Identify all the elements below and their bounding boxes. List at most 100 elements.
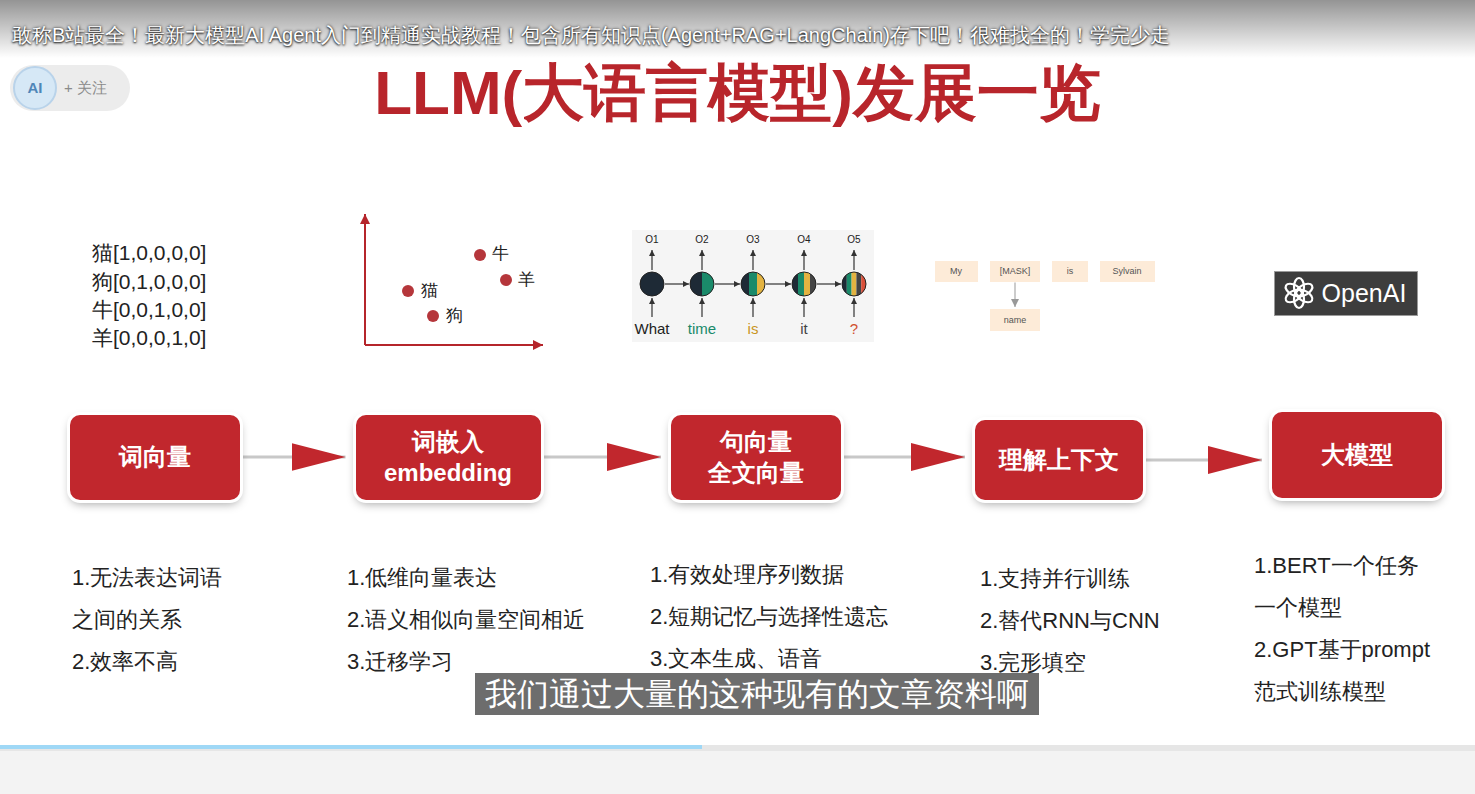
node-text: is (1067, 266, 1074, 277)
point-label: 猫 (421, 281, 438, 301)
node-body: name (1004, 315, 1027, 326)
node-text: name (1004, 315, 1027, 326)
point (500, 274, 512, 286)
flow-arrow (241, 456, 346, 459)
point-label: 狗 (446, 306, 463, 326)
avatar-text: AI (28, 79, 43, 97)
token-box: Sylvain (1100, 261, 1155, 282)
bullet-point: 2.替代RNN与CNN (980, 600, 1240, 642)
bullet-column: 1.低维向量表达2.语义相似向量空间相近3.迁移学习 (347, 557, 647, 683)
rnn-figure (632, 230, 874, 342)
token-box: [MASK] (990, 261, 1040, 282)
bullet-column: 1.无法表达词语 之间的关系2.效率不高 (72, 557, 252, 683)
node-body: is (1067, 266, 1074, 277)
input-token: it (800, 320, 808, 338)
rnn-cell (842, 272, 866, 296)
one-hot-vector: 猫[1,0,0,0,0] (92, 240, 206, 265)
node-text: 大模型 (1321, 439, 1393, 470)
bullet-point: 1.支持并行训练 (980, 558, 1240, 600)
bullet-column: 1.支持并行训练2.替代RNN与CNN3.完形填空 (980, 558, 1240, 684)
node-body: My (950, 266, 962, 277)
node-text: OpenAI (1322, 278, 1407, 308)
token-box: My (935, 261, 978, 282)
follow-pill (10, 65, 130, 111)
point-label: 羊 (518, 270, 535, 290)
rnn-cell (792, 272, 816, 296)
output-label: O4 (797, 234, 810, 246)
input-token: time (688, 320, 716, 338)
bullet-point: 3.完形填空 (980, 642, 1240, 684)
node-text: 句向量 全文向量 (686, 426, 826, 488)
output-label: O5 (847, 234, 860, 246)
node-body: Sylvain (1112, 266, 1141, 277)
bullet-point: 1.无法表达词语 之间的关系 (72, 557, 252, 641)
slide-title: LLM(大语言模型)发展一览 (0, 56, 1475, 130)
bullet-point: 2.效率不高 (72, 641, 252, 683)
one-hot-vector: 狗[0,1,0,0,0] (92, 269, 206, 294)
node-text: 词嵌入 embedding (371, 426, 526, 488)
flow-arrow (1144, 459, 1262, 462)
stage-box: 理解上下文 (975, 420, 1143, 500)
bullet-point: 2.短期记忆与选择性遗忘 (650, 596, 950, 638)
bullet-point: 3.迁移学习 (347, 641, 647, 683)
stage-box: 大模型 (1272, 412, 1442, 498)
rnn-cell (741, 272, 765, 296)
rnn-cell (640, 272, 664, 296)
node-body: OpenAI (1322, 278, 1407, 308)
input-token: What (634, 320, 669, 338)
y-axis (364, 214, 366, 345)
avatar (14, 67, 56, 109)
point-label: 牛 (492, 244, 509, 264)
node-body: 词嵌入 embedding (371, 426, 526, 488)
bullet-point: 2.GPT基于prompt 范式训练模型 (1254, 629, 1469, 713)
bullet-point: 1.有效处理序列数据 (650, 554, 950, 596)
node-body: 词向量 (119, 441, 191, 472)
stage-box: 词向量 (70, 415, 240, 500)
token-box: name (990, 309, 1040, 331)
point (427, 310, 439, 322)
figure-ground (632, 230, 874, 342)
flow-arrow (542, 456, 662, 459)
x-axis (365, 344, 543, 346)
bullet-point: 3.文本生成、语音 (650, 638, 950, 680)
progress-track (0, 745, 1475, 751)
cell-outline (640, 272, 866, 296)
follow-button: + 关注 (64, 79, 107, 97)
flow-arrow (842, 456, 965, 459)
embedding-plot (365, 214, 543, 345)
one-hot-vector: 牛[0,0,1,0,0] (92, 297, 206, 322)
node-text: [MASK] (1000, 266, 1031, 277)
input-token: is (748, 320, 759, 338)
output-label: O3 (746, 234, 759, 246)
node-text: My (950, 266, 962, 277)
node-text: Sylvain (1112, 266, 1141, 277)
bullet-column: 1.BERT一个任务 一个模型2.GPT基于prompt 范式训练模型 (1254, 545, 1469, 713)
node-body: 理解上下文 (999, 444, 1119, 475)
point (474, 249, 486, 261)
player-bar (0, 751, 1475, 794)
point (402, 285, 414, 297)
input-token: ? (850, 320, 858, 338)
stage-box: 词嵌入 embedding (356, 415, 541, 500)
bullet-column: 1.有效处理序列数据2.短期记忆与选择性遗忘3.文本生成、语音 (650, 554, 950, 680)
stage-box: 句向量 全文向量 (671, 415, 841, 500)
bullet-point: 2.语义相似向量空间相近 (347, 599, 647, 641)
flow-arrow (1015, 283, 1016, 308)
bullet-point: 1.低维向量表达 (347, 557, 647, 599)
bullet-point: 1.BERT一个任务 一个模型 (1254, 545, 1469, 629)
openai-logo (1282, 276, 1316, 310)
node-text: 理解上下文 (999, 444, 1119, 475)
output-label: O1 (645, 234, 658, 246)
progress-bar (0, 745, 702, 749)
rnn-arrows (652, 250, 854, 317)
output-label: O2 (695, 234, 708, 246)
token-box: is (1052, 261, 1088, 282)
one-hot-vector: 羊[0,0,0,1,0] (92, 325, 206, 350)
subtitle: 我们通过大量的这种现有的文章资料啊 (475, 673, 1039, 715)
node-text: 词向量 (119, 441, 191, 472)
node-body: 句向量 全文向量 (686, 426, 826, 488)
rnn-cell (690, 272, 714, 296)
node-body: 大模型 (1321, 439, 1393, 470)
node-body: [MASK] (1000, 266, 1031, 277)
